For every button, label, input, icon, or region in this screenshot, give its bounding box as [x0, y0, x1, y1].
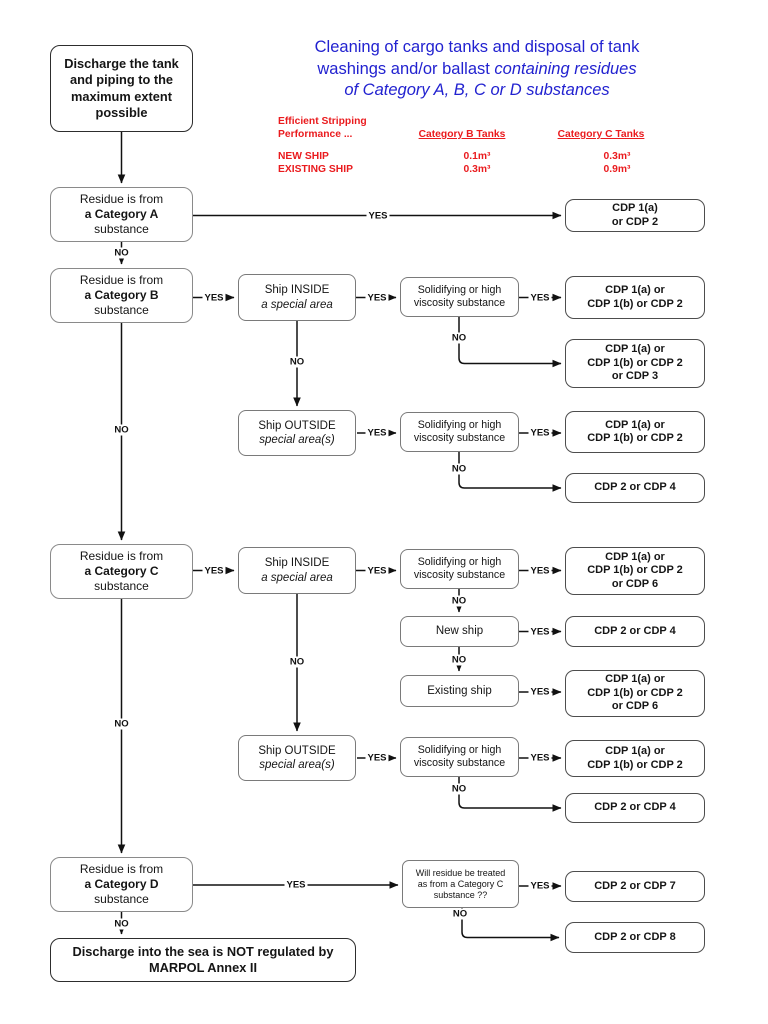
no-label: NO: [287, 656, 307, 668]
no-label: NO: [112, 247, 131, 259]
yes-label: YES: [365, 565, 389, 576]
no-label: NO: [287, 356, 307, 368]
outcome-d-yes: CDP 2 or CDP 7: [565, 871, 705, 902]
node-not-regulated: Discharge into the sea is NOT regulated …: [50, 938, 356, 982]
no-label: NO: [112, 718, 131, 730]
no-label: NO: [449, 463, 469, 475]
no-label: NO: [450, 908, 470, 920]
no-label: NO: [449, 654, 469, 666]
yes-label: YES: [528, 880, 552, 892]
yes-label: YES: [528, 565, 552, 576]
column-header-category-c: Category C Tanks: [557, 129, 645, 140]
outcome-d-no: CDP 2 or CDP 8: [565, 922, 705, 953]
table-row-label-new-ship: NEW SHIP: [278, 151, 329, 162]
yes-label: YES: [528, 626, 552, 637]
existing-ship-category-c-value: 0.9m³: [603, 163, 631, 175]
yes-label: YES: [528, 292, 552, 303]
yes-label: YES: [366, 210, 390, 221]
yes-label: YES: [528, 752, 552, 764]
yes-label: YES: [365, 752, 389, 764]
yes-label: YES: [528, 427, 552, 439]
outcome-category-a-yes: CDP 1(a)or CDP 2: [565, 199, 705, 232]
outcome-c-outside-no: CDP 2 or CDP 4: [565, 793, 705, 823]
stripping-table-caption: Efficient Stripping Performance ...: [278, 116, 367, 140]
outcome-new-ship-yes: CDP 2 or CDP 4: [565, 616, 705, 647]
outcome-b-outside-no: CDP 2 or CDP 4: [565, 473, 705, 503]
title-line-3: of Category A, B, C or D substances: [344, 81, 610, 99]
existing-ship-category-b-value: 0.3m³: [463, 163, 491, 175]
no-label: NO: [449, 783, 469, 795]
column-header-category-b: Category B Tanks: [418, 129, 506, 140]
node-new-ship: New ship: [400, 616, 519, 647]
no-label: NO: [112, 918, 131, 930]
no-label: NO: [449, 595, 469, 607]
node-existing-ship: Existing ship: [400, 675, 519, 707]
diagram-title: Cleaning of cargo tanks and disposal of …: [243, 37, 711, 102]
yes-label: YES: [365, 292, 389, 303]
yes-label: YES: [284, 879, 308, 891]
no-label: NO: [112, 424, 131, 436]
new-ship-category-b-value: 0.1m³: [463, 151, 491, 162]
yes-label: YES: [528, 686, 552, 698]
table-row-label-existing-ship: EXISTING SHIP: [278, 163, 353, 175]
title-line-1: Cleaning of cargo tanks and disposal of …: [314, 38, 640, 56]
no-label: NO: [449, 332, 469, 344]
yes-label: YES: [202, 565, 226, 576]
new-ship-category-c-value: 0.3m³: [603, 151, 631, 162]
yes-label: YES: [202, 292, 226, 303]
title-line-2: washings and/or ballast containing resid…: [317, 59, 637, 78]
yes-label: YES: [365, 427, 389, 439]
